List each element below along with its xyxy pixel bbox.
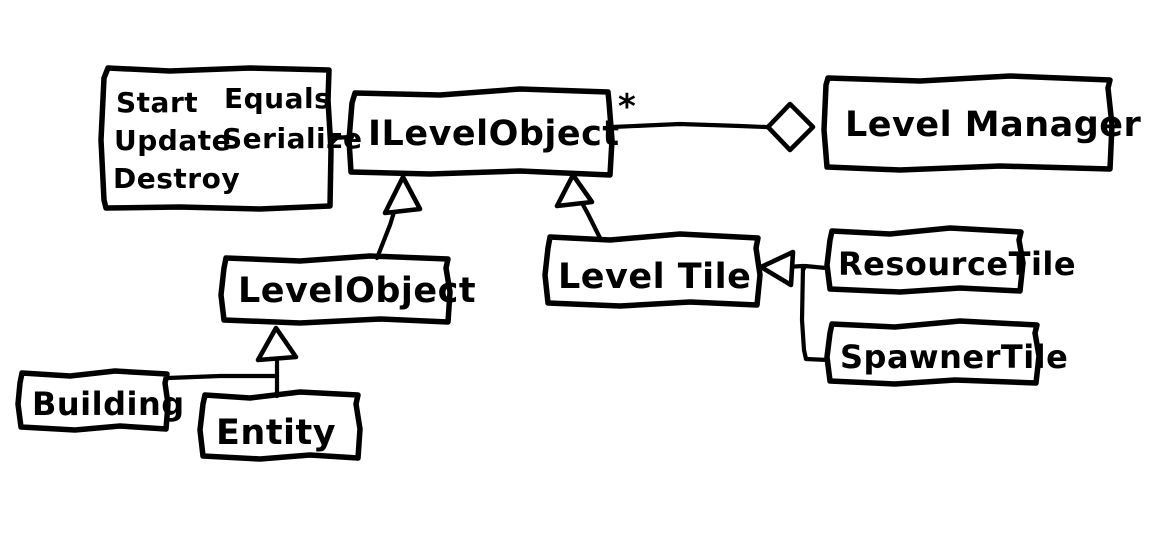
levelobject-box bbox=[218, 253, 453, 326]
building-label: Building bbox=[32, 385, 185, 423]
ilevelobject-label: ILevelObject bbox=[368, 114, 620, 154]
entity-box bbox=[197, 389, 363, 462]
edge-building-to-levelobject bbox=[165, 373, 280, 381]
edge-ilevelobject-to-levelmanager bbox=[609, 121, 793, 131]
method-label-start: Start bbox=[116, 86, 198, 119]
methods-box bbox=[98, 65, 334, 212]
spawnertile-box bbox=[824, 318, 1042, 387]
levelobject-label: LevelObject bbox=[238, 271, 476, 311]
method-label-destroy: Destroy bbox=[113, 162, 240, 195]
building-box bbox=[15, 368, 171, 433]
inheritance-arrowhead-tiles bbox=[758, 249, 796, 288]
edge-resourcetile-to-leveltile bbox=[800, 263, 829, 273]
ilevelobject-box bbox=[346, 86, 615, 178]
spawnertile-label: SpawnerTile bbox=[840, 338, 1068, 376]
realization-arrowhead-leveltile bbox=[554, 172, 595, 209]
method-label-update: Update bbox=[114, 124, 231, 157]
inheritance-arrowhead-entity bbox=[255, 325, 299, 363]
resourcetile-box bbox=[824, 225, 1026, 295]
method-label-equals: Equals bbox=[224, 82, 331, 115]
realization-arrowhead-levelobject bbox=[382, 174, 423, 216]
method-label-serialize: Serialize bbox=[222, 122, 362, 155]
multiplicity-label: * bbox=[618, 87, 636, 127]
aggregation-diamond bbox=[765, 101, 816, 153]
levelmanager-label: Level Manager bbox=[845, 105, 1142, 145]
entity-label: Entity bbox=[216, 413, 336, 453]
leveltile-label: Level Tile bbox=[558, 257, 751, 297]
leveltile-box bbox=[542, 231, 763, 309]
levelmanager-box bbox=[821, 73, 1115, 173]
resourcetile-label: ResourceTile bbox=[838, 245, 1076, 283]
edge-tiles-shared-trunk bbox=[799, 263, 809, 362]
edge-spawnertile-to-trunk bbox=[803, 356, 831, 363]
